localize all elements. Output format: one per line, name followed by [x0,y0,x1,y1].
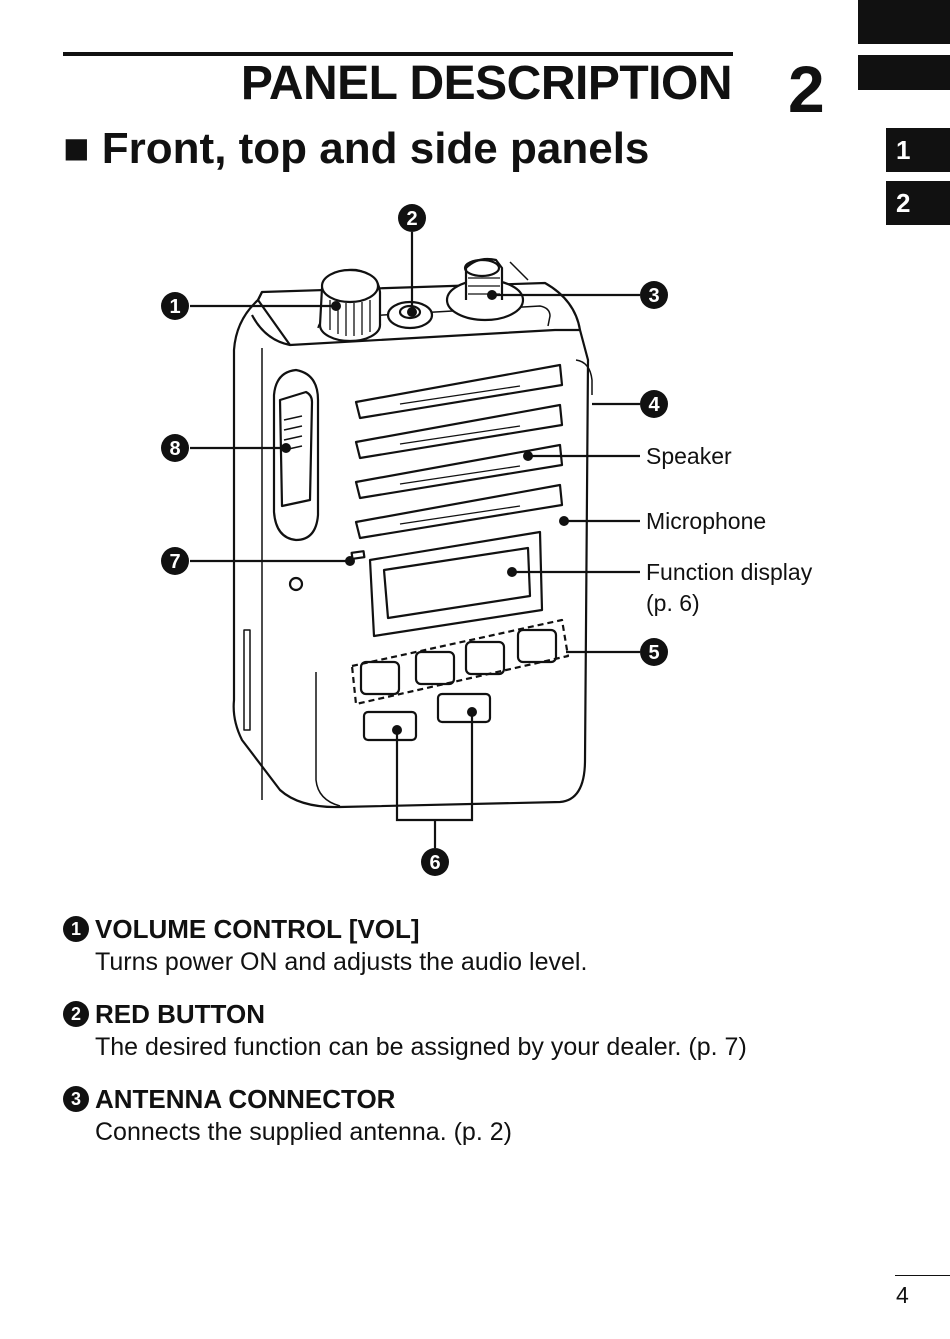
svg-text:7: 7 [169,551,180,573]
callout-4: 4 [640,390,668,418]
radio-panel-diagram: 1 2 3 4 5 6 7 8 [161,204,668,876]
speaker-label: Speaker [646,443,732,469]
microphone-label: Microphone [646,508,767,534]
number-badge: 2 [63,1001,89,1027]
callout-7: 7 [161,547,189,575]
function-display-ref: (p. 6) [646,590,700,616]
callout-6: 6 [421,848,449,876]
side-tab-blank-2 [858,55,950,90]
callout-1: 1 [161,292,189,320]
svg-text:3: 3 [648,285,659,307]
footer-rule [895,1275,950,1276]
description-text: The desired function can be assigned by … [95,1033,747,1061]
number-badge: 1 [63,916,89,942]
side-tab-2[interactable]: 2 [886,181,950,225]
side-tab-blank-1 [858,0,950,44]
svg-text:1: 1 [169,296,180,318]
description-text: Connects the supplied antenna. (p. 2) [95,1118,512,1146]
svg-text:6: 6 [429,852,440,874]
function-display-label: Function display [646,559,813,585]
description-text: Turns power ON and adjusts the audio lev… [95,948,588,976]
chapter-number: 2 [788,52,825,126]
header-rule [63,52,733,56]
description-title: VOLUME CONTROL [VOL] [95,914,420,944]
chapter-title: PANEL DESCRIPTION [240,57,733,110]
svg-text:4: 4 [648,394,660,416]
svg-text:8: 8 [169,438,180,460]
description-title: RED BUTTON [95,999,265,1029]
section-title: ■ Front, top and side panels [63,124,650,173]
callout-5: 5 [640,638,668,666]
callout-2: 2 [398,204,426,232]
svg-text:5: 5 [648,642,659,664]
svg-text:2: 2 [406,208,417,230]
number-badge: 3 [63,1086,89,1112]
callout-3: 3 [640,281,668,309]
page-number: 4 [896,1282,909,1308]
description-title: ANTENNA CONNECTOR [95,1084,396,1114]
side-tab-1[interactable]: 1 [886,128,950,172]
callout-8: 8 [161,434,189,462]
